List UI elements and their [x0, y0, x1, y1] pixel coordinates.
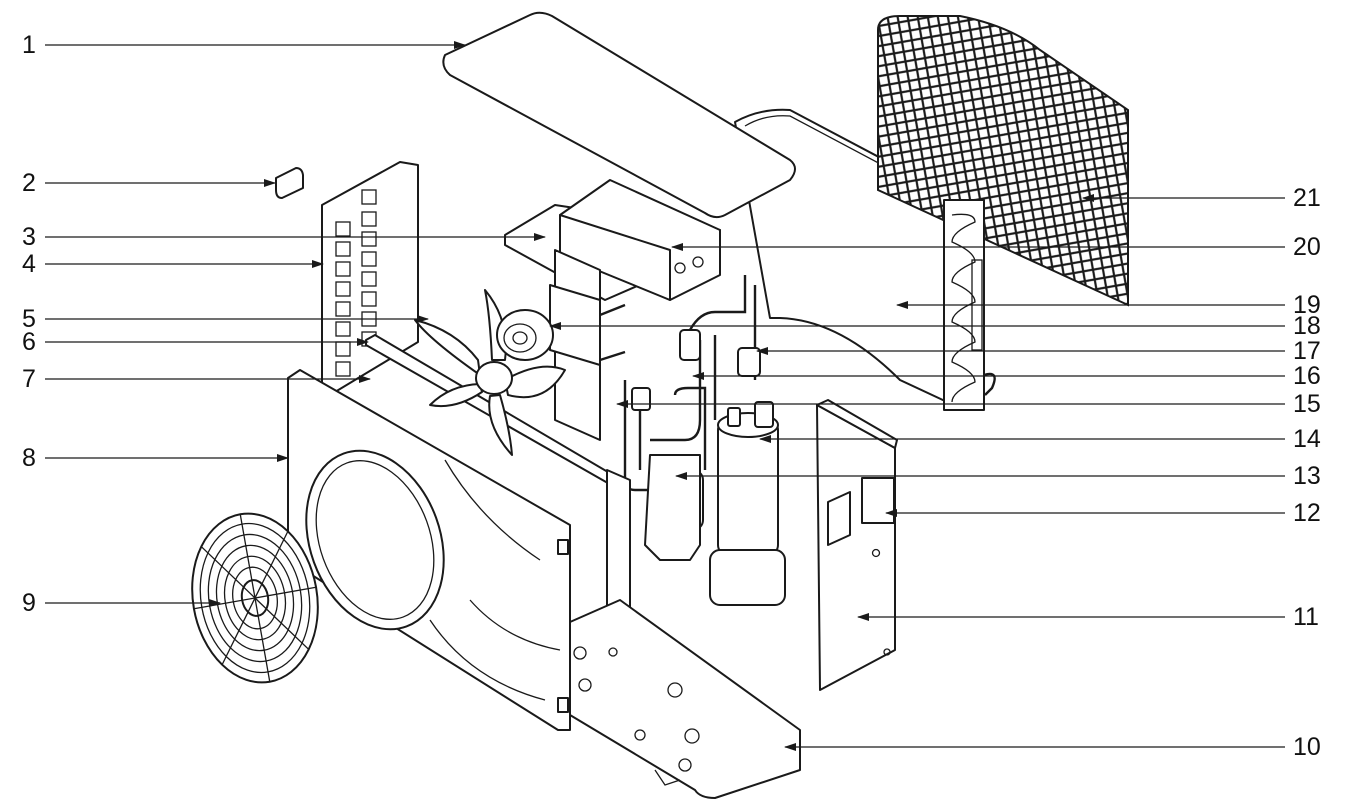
electrical-box [504, 179, 721, 301]
callout-11: 11 [1293, 603, 1319, 631]
callout-20: 20 [1293, 233, 1321, 261]
callout-4: 4 [22, 250, 36, 278]
callout-13: 13 [1293, 462, 1321, 490]
callout-10: 10 [1293, 733, 1321, 761]
rear-mesh-grille [877, 15, 1129, 307]
callout-19: 19 [1293, 291, 1321, 319]
top-cover [442, 11, 796, 219]
callout-18: 18 [1293, 312, 1321, 340]
callout-6: 6 [22, 328, 36, 356]
fan-motor [496, 309, 554, 361]
callout-9: 9 [22, 589, 36, 617]
leader-lines [45, 41, 1285, 751]
callout-15: 15 [1293, 390, 1321, 418]
callout-7: 7 [22, 365, 36, 393]
callout-1: 1 [22, 31, 36, 59]
base-tray [569, 599, 801, 799]
callout-3: 3 [22, 223, 36, 251]
callout-17: 17 [1293, 337, 1321, 365]
callout-16: 16 [1293, 362, 1321, 390]
small-cap [275, 167, 304, 199]
compressor [709, 401, 786, 606]
front-panel [287, 369, 571, 731]
motor-bracket [549, 249, 626, 441]
callout-12: 12 [1293, 499, 1321, 527]
callout-14: 14 [1293, 425, 1321, 453]
callout-21: 21 [1293, 184, 1321, 212]
callout-2: 2 [22, 169, 36, 197]
callout-8: 8 [22, 444, 36, 472]
control-panel [816, 399, 898, 691]
fan-blade [414, 289, 566, 456]
callout-5: 5 [22, 305, 36, 333]
fan-guard [191, 512, 319, 684]
